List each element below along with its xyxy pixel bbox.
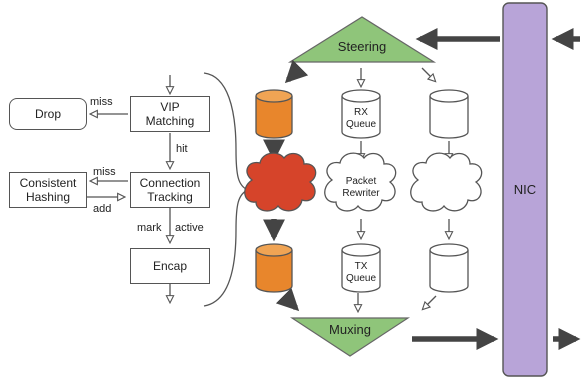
steering-label: Steering: [337, 39, 387, 54]
arrow-steering-to-col3: [421, 67, 435, 81]
packet-rewriter-cloud: [324, 152, 397, 212]
arrow-col3-to-muxing: [423, 295, 437, 309]
edge-label-miss-conntrack: miss: [93, 166, 116, 178]
packet-rewriter-label: Packet Rewriter: [342, 176, 380, 199]
edge-label-active: active: [175, 222, 204, 234]
vip-matching-box: VIP Matching: [130, 96, 210, 132]
arrow-steering-to-col1: [284, 59, 309, 84]
edge-label-miss-vip: miss: [90, 96, 113, 108]
edge-label-mark: mark: [137, 222, 162, 234]
consistent-hashing-box: Consistent Hashing: [9, 172, 87, 208]
nic-bar: [502, 2, 548, 377]
queue-cylinder-col1-bottom: [255, 243, 293, 293]
rx-queue-cylinder: [341, 89, 381, 139]
steering-triangle: [287, 16, 437, 63]
processing-cloud-col3: [410, 152, 483, 212]
muxing-triangle: [289, 317, 411, 357]
queue-cylinder-col3-top: [429, 89, 469, 139]
nic-label: NIC: [513, 182, 537, 197]
edge-label-hit: hit: [176, 143, 188, 155]
nic-arrows: [263, 28, 581, 350]
drop-box: Drop: [9, 98, 87, 130]
processing-cloud-col1: [244, 152, 317, 212]
tx-queue-cylinder: [341, 243, 381, 293]
arrow-col1-to-muxing: [275, 287, 300, 312]
encap-box: Encap: [130, 248, 210, 284]
muxing-label: Muxing: [329, 322, 371, 337]
tx-queue-label: TX Queue: [345, 261, 377, 284]
edge-label-add: add: [93, 203, 112, 215]
grouping-brace: [203, 72, 250, 307]
queue-cylinder-col1-top: [255, 89, 293, 139]
rx-queue-label: RX Queue: [345, 107, 377, 130]
queue-cylinder-col3-bottom: [429, 243, 469, 293]
connection-tracking-box: Connection Tracking: [130, 172, 210, 208]
